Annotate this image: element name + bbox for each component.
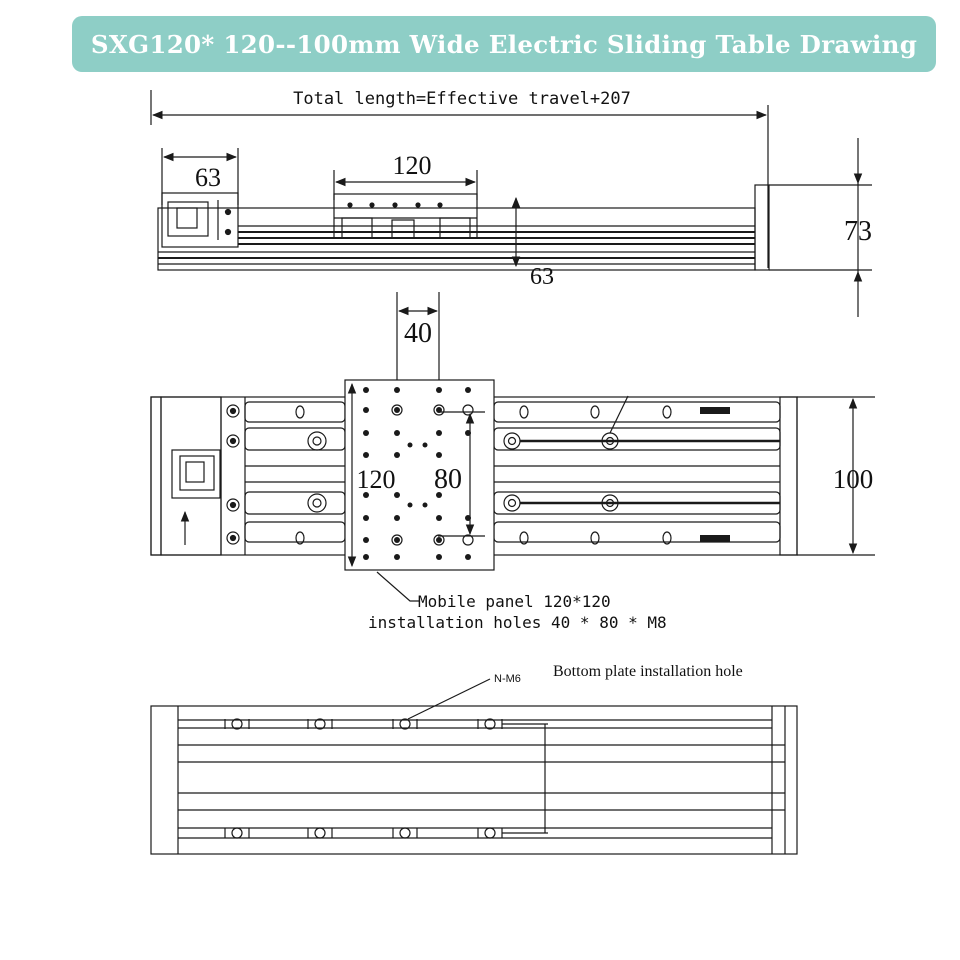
hole-spacing-y-label: 80 [434,464,462,495]
total-height-label: 73 [844,216,872,247]
bottom-hole-label: Bottom plate installation hole [553,663,743,680]
width-label: 100 [833,464,874,494]
bottom-holes-bottom-row [224,827,503,839]
carriage-length-label: 120 [393,151,432,180]
page-title: SXG120* 120--100mm Wide Electric Sliding… [90,29,918,59]
end-cap [754,184,770,271]
hole-spacing-x-label: 40 [404,318,432,349]
panel-length-label: 120 [357,465,396,494]
side-view [150,90,872,317]
hole-tag-label: N-M6 [494,673,521,685]
top-view [150,292,875,602]
bottom-holes-top-row [224,718,503,730]
motor-end-length-label: 63 [195,163,221,192]
bottom-view [150,678,798,855]
title-banner: SXG120* 120--100mm Wide Electric Sliding… [72,16,936,72]
panel-callout-leader [376,571,420,602]
carriage-height-label: 63 [530,264,554,290]
motor-end-block [161,192,239,248]
total-length-label: Total length=Effective travel+207 [293,89,631,109]
callout-line-2: installation holes 40 * 80 * M8 [368,613,667,632]
bottom-body [150,705,798,855]
motor-mount [160,396,222,556]
hole-tag-leader [407,678,491,720]
callout-line-1: Mobile panel 120*120 [418,592,611,611]
